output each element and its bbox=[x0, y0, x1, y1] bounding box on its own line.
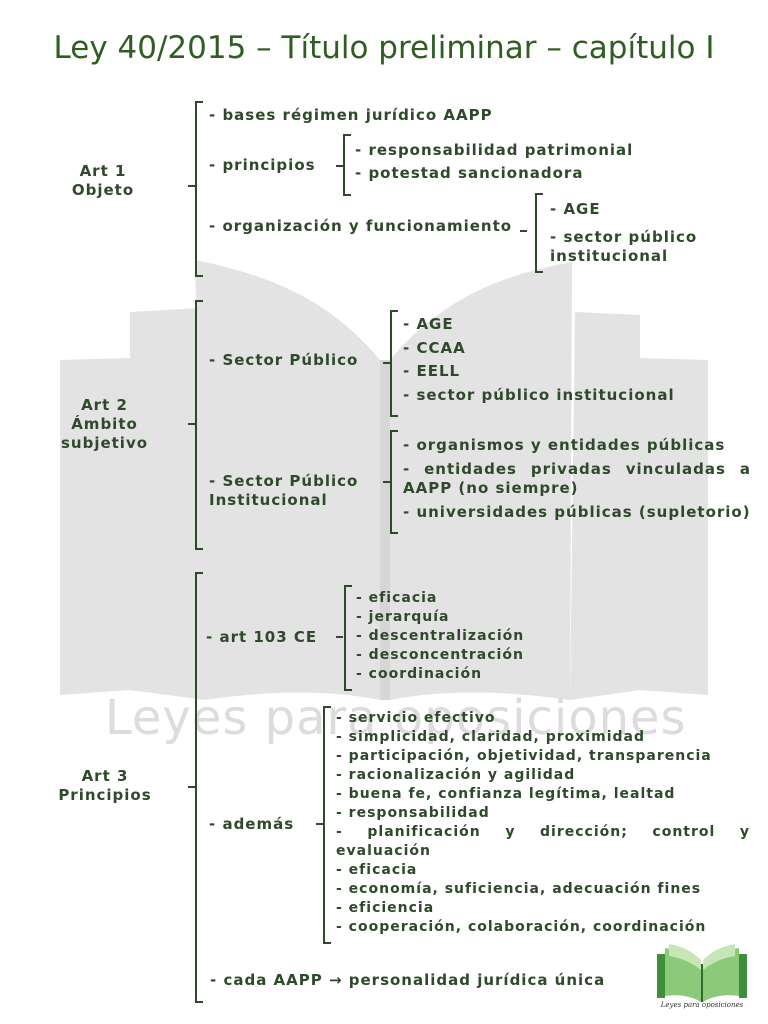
ademas-item: - racionalización y agilidad bbox=[336, 767, 576, 783]
principios-item: - potestad sancionadora bbox=[355, 164, 584, 182]
art3-connector bbox=[188, 786, 195, 788]
sector-publico-item: - EELL bbox=[403, 362, 461, 380]
art1-label: Art 1 Objeto bbox=[70, 162, 136, 200]
ademas-item: - buena fe, confianza legítima, lealtad bbox=[336, 786, 676, 802]
sector-publico-item: - AGE bbox=[403, 315, 454, 333]
principios-connector bbox=[336, 165, 343, 167]
watermark-text: Leyes para oposiciones bbox=[105, 690, 687, 746]
art103-item: - desconcentración bbox=[356, 647, 524, 663]
art2-label: Art 2 Ámbito subjetivo bbox=[52, 396, 157, 453]
spi-connector bbox=[383, 481, 390, 483]
spi-item: - organismos y entidades públicas bbox=[403, 436, 726, 454]
organizacion-brace bbox=[535, 193, 543, 273]
art2-sector-publico: - Sector Público bbox=[209, 351, 359, 369]
art1-principios: - principios bbox=[209, 156, 316, 174]
art2-connector bbox=[188, 423, 195, 425]
ademas-item: - economía, suficiencia, adecuación fine… bbox=[336, 881, 702, 897]
art3-label-line1: Art 3 bbox=[81, 767, 129, 785]
organizacion-connector bbox=[520, 230, 527, 232]
ademas-item: - planificación y dirección; control y e… bbox=[336, 824, 750, 859]
art1-label-line1: Art 1 bbox=[79, 162, 127, 180]
art2-spi-line1: - Sector Público bbox=[209, 472, 359, 490]
art2-label-line3: subjetivo bbox=[60, 434, 149, 452]
organizacion-item: institucional bbox=[550, 247, 669, 265]
art3-art103: - art 103 CE bbox=[206, 628, 318, 646]
art103-item: - jerarquía bbox=[356, 609, 450, 625]
ademas-item: - eficiencia bbox=[336, 900, 435, 916]
art3-label-line2: Principios bbox=[58, 786, 152, 804]
art103-item: - eficacia bbox=[356, 590, 438, 606]
sector-publico-item: - sector público institucional bbox=[403, 386, 675, 404]
art1-label-line2: Objeto bbox=[71, 181, 135, 199]
art1-brace bbox=[195, 101, 203, 277]
art3-brace bbox=[195, 572, 203, 1003]
art2-label-line2: Ámbito bbox=[71, 415, 138, 433]
sector-publico-connector bbox=[383, 362, 390, 364]
art103-brace bbox=[344, 585, 352, 691]
art1-bases: - bases régimen jurídico AAPP bbox=[209, 106, 493, 124]
principios-brace bbox=[343, 134, 351, 196]
ademas-item: - eficacia bbox=[336, 862, 418, 878]
art103-item: - descentralización bbox=[356, 628, 525, 644]
art3-ademas: - además bbox=[209, 815, 295, 833]
book-logo-icon bbox=[657, 944, 747, 1002]
art1-organizacion: - organización y funcionamiento bbox=[209, 217, 513, 235]
page-title: Ley 40/2015 – Título preliminar – capítu… bbox=[53, 30, 715, 66]
ademas-item: - servicio efectivo bbox=[336, 710, 496, 726]
logo-caption: Leyes para oposiciones bbox=[660, 1001, 744, 1009]
art2-brace bbox=[195, 300, 203, 550]
sector-publico-brace bbox=[390, 310, 398, 417]
organizacion-item: - sector público bbox=[550, 228, 698, 246]
ademas-connector bbox=[316, 823, 323, 825]
art2-spi-line2: Institucional bbox=[209, 491, 328, 509]
sector-publico-item: - CCAA bbox=[403, 339, 466, 357]
art2-label-line1: Art 2 bbox=[81, 396, 128, 414]
spi-brace bbox=[390, 430, 398, 534]
ademas-item: - cooperación, colaboración, coordinació… bbox=[336, 919, 707, 935]
art3-cada-aapp: - cada AAPP → personalidad jurídica únic… bbox=[210, 971, 606, 989]
ademas-item: - participación, objetividad, transparen… bbox=[336, 748, 712, 764]
art1-connector bbox=[188, 185, 195, 187]
spi-item: - entidades privadas vinculadas a AAPP (… bbox=[403, 460, 751, 497]
ademas-item: - responsabilidad bbox=[336, 805, 490, 821]
organizacion-item: - AGE bbox=[550, 200, 601, 218]
art103-item: - coordinación bbox=[356, 666, 483, 682]
art3-label: Art 3 Principios bbox=[55, 767, 155, 805]
ademas-brace bbox=[323, 706, 331, 944]
principios-item: - responsabilidad patrimonial bbox=[355, 141, 634, 159]
ademas-item: - simplicidad, claridad, proximidad bbox=[336, 729, 645, 745]
spi-item: - universidades públicas (supletorio) bbox=[403, 503, 751, 521]
art103-connector bbox=[336, 636, 343, 638]
